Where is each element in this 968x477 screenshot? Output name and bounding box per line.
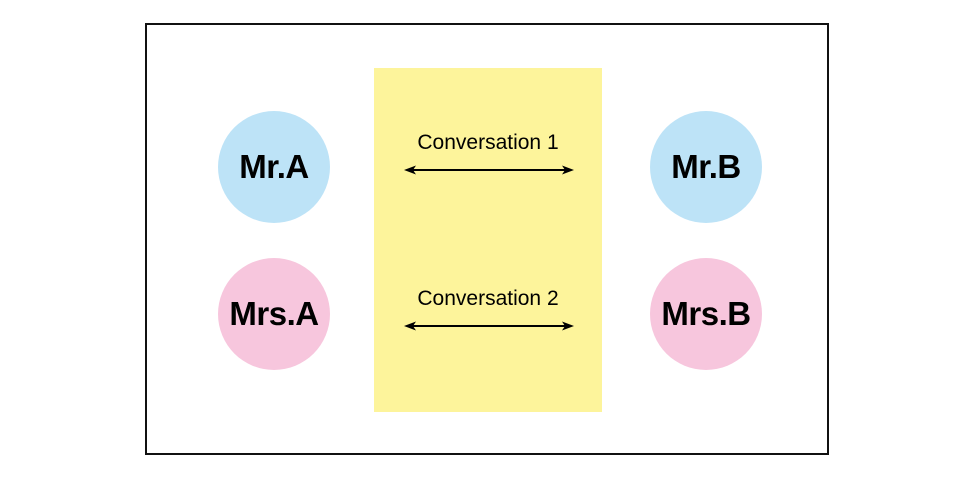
- conversation-channel: [374, 68, 602, 412]
- double-arrow-icon-conversation-1: [404, 165, 574, 175]
- person-label-mrs-a: Mrs.A: [229, 295, 319, 332]
- person-label-mr-a: Mr.A: [239, 148, 309, 185]
- double-arrow-icon-conversation-2: [404, 321, 574, 331]
- conversation-1-label: Conversation 1: [417, 131, 559, 154]
- person-mrs-b: Mrs.B: [650, 258, 762, 370]
- person-mr-a: Mr.A: [218, 111, 330, 223]
- person-label-mr-b: Mr.B: [671, 148, 741, 185]
- person-mr-b: Mr.B: [650, 111, 762, 223]
- conversation-2-label: Conversation 2: [417, 287, 559, 310]
- person-label-mrs-b: Mrs.B: [661, 295, 751, 332]
- person-mrs-a: Mrs.A: [218, 258, 330, 370]
